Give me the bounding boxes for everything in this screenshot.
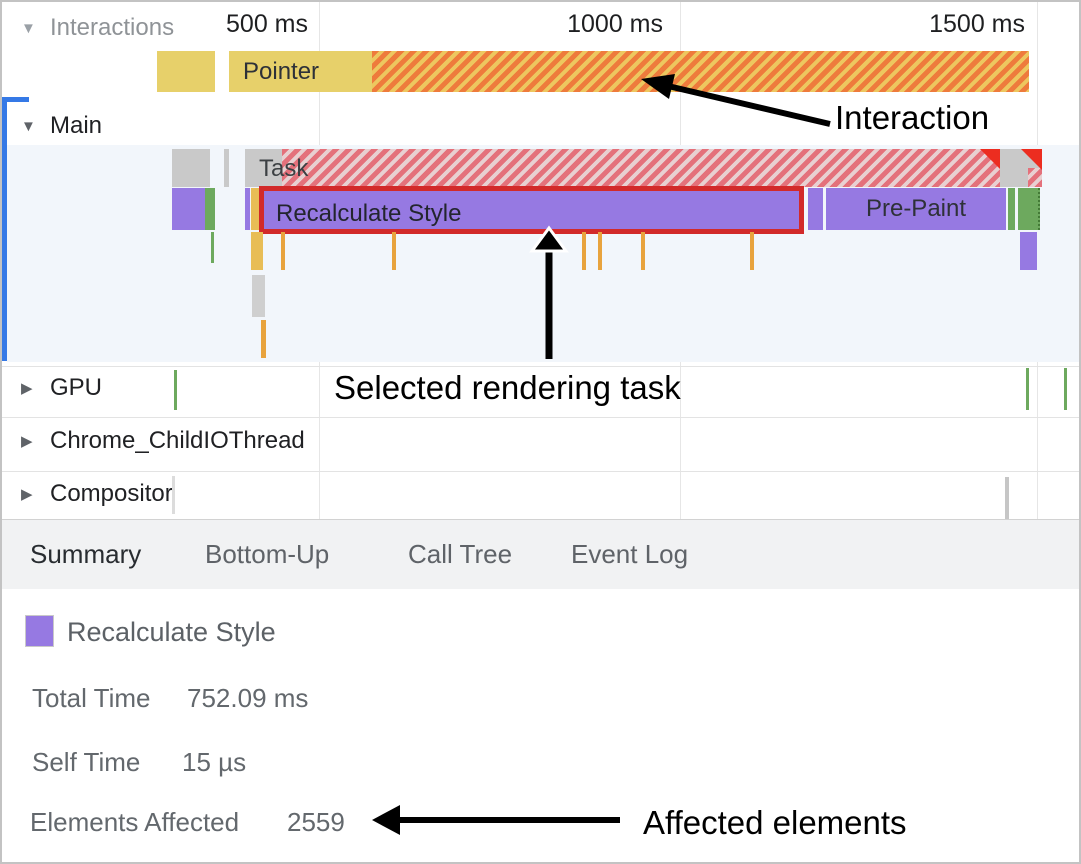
pre-paint-bar[interactable]: Pre-Paint (826, 188, 1006, 230)
panel-divider (2, 519, 1079, 520)
annotation-affected-elements: Affected elements (643, 804, 907, 841)
tab-bottom-up[interactable]: Bottom-Up (205, 520, 329, 589)
tab-event-log[interactable]: Event Log (571, 520, 688, 589)
pointer-interaction-bar[interactable]: Pointer (229, 51, 1029, 92)
compositor-activity-tick[interactable] (1005, 477, 1009, 519)
annotation-selected-task: Selected rendering task (334, 369, 681, 406)
painting-bar-clipped[interactable] (1018, 188, 1040, 230)
tab-label: Summary (30, 539, 142, 569)
collapse-triangle-icon[interactable]: ▼ (21, 117, 36, 135)
track-header-gpu[interactable]: ▶ GPU (21, 374, 102, 402)
script-tick[interactable] (251, 232, 263, 270)
ruler-tick-1500ms: 1500 ms (929, 10, 1025, 38)
track-divider (2, 366, 1079, 367)
painting-bar[interactable] (1008, 188, 1015, 230)
tab-label: Call Tree (408, 539, 513, 569)
rendering-bar[interactable] (808, 188, 823, 230)
stat-value: 752.09 ms (187, 683, 309, 713)
selected-track-bracket-top (2, 97, 29, 102)
scripting-bar-sliver[interactable] (251, 188, 259, 230)
stat-value: 15 µs (182, 747, 247, 777)
track-label: Compositor (50, 480, 173, 507)
task-bar-sliver[interactable] (224, 149, 229, 187)
track-header-child-io[interactable]: ▶ Chrome_ChildIOThread (21, 427, 305, 455)
stat-value: 2559 (287, 807, 345, 837)
track-divider (2, 417, 1079, 418)
recalculate-style-label: Recalculate Style (276, 200, 462, 227)
recalculate-style-bar-selected[interactable]: Recalculate Style (259, 186, 804, 234)
style-tick[interactable] (750, 232, 754, 270)
expand-triangle-icon[interactable]: ▶ (21, 486, 33, 503)
pointer-label: Pointer (243, 58, 320, 85)
track-divider (2, 471, 1079, 472)
gpu-activity-tick[interactable] (1026, 368, 1029, 410)
task-bar-small[interactable] (172, 149, 210, 187)
track-label: Chrome_ChildIOThread (50, 427, 305, 454)
task-child-bar[interactable] (252, 275, 265, 317)
style-tick[interactable] (598, 232, 602, 270)
task-end-hatch (1028, 168, 1042, 187)
rendering-bar[interactable] (172, 188, 205, 230)
interaction-event-bar[interactable] (157, 51, 215, 92)
style-tick[interactable] (392, 232, 396, 270)
style-tick[interactable] (281, 232, 285, 270)
gpu-activity-tick[interactable] (174, 370, 177, 410)
expand-triangle-icon[interactable]: ▶ (21, 380, 33, 397)
legend-swatch (25, 615, 54, 647)
stat-label: Total Time (32, 683, 151, 713)
summary-event-title: Recalculate Style (67, 617, 276, 647)
track-header-compositor[interactable]: ▶ Compositor (21, 480, 173, 508)
long-task-corner-icon (1021, 149, 1042, 170)
task-bar-label: Task (259, 155, 309, 182)
pre-paint-label: Pre-Paint (865, 195, 967, 222)
selected-track-bracket (2, 97, 7, 361)
long-task-hatch (282, 149, 1000, 187)
ruler-tick-1000ms: 1000 ms (567, 10, 663, 38)
tab-summary[interactable]: Summary (30, 520, 141, 589)
style-tick[interactable] (261, 320, 266, 358)
track-header-interactions[interactable]: ▼ Interactions (21, 14, 174, 42)
painting-bar[interactable] (205, 188, 215, 230)
details-tab-bar: Summary Bottom-Up Call Tree Event Log (2, 520, 1079, 589)
rendering-child-bar[interactable] (1020, 232, 1037, 270)
compositor-activity-tick[interactable] (172, 476, 175, 514)
track-label: GPU (50, 374, 103, 401)
rendering-bar-sliver[interactable] (245, 188, 250, 230)
style-tick[interactable] (582, 232, 586, 270)
collapse-triangle-icon[interactable]: ▼ (21, 19, 36, 37)
long-task-corner-icon (980, 149, 1001, 170)
tab-call-tree[interactable]: Call Tree (408, 520, 512, 589)
annotation-interaction: Interaction (835, 99, 990, 136)
ruler-tick-500ms: 500 ms (226, 10, 308, 38)
track-label: Interactions (50, 14, 175, 41)
long-task-bar[interactable]: Task (245, 149, 1000, 187)
track-header-main[interactable]: ▼ Main (21, 112, 102, 140)
interaction-pending-hatch (372, 51, 1029, 92)
track-label: Main (50, 112, 103, 139)
stat-label: Self Time (32, 747, 141, 777)
expand-triangle-icon[interactable]: ▶ (21, 433, 33, 450)
tab-label: Event Log (571, 539, 689, 569)
tab-label: Bottom-Up (205, 539, 330, 569)
stat-label: Elements Affected (30, 807, 240, 837)
gpu-activity-tick[interactable] (1064, 368, 1067, 410)
style-tick[interactable] (641, 232, 645, 270)
paint-tick[interactable] (211, 232, 214, 263)
